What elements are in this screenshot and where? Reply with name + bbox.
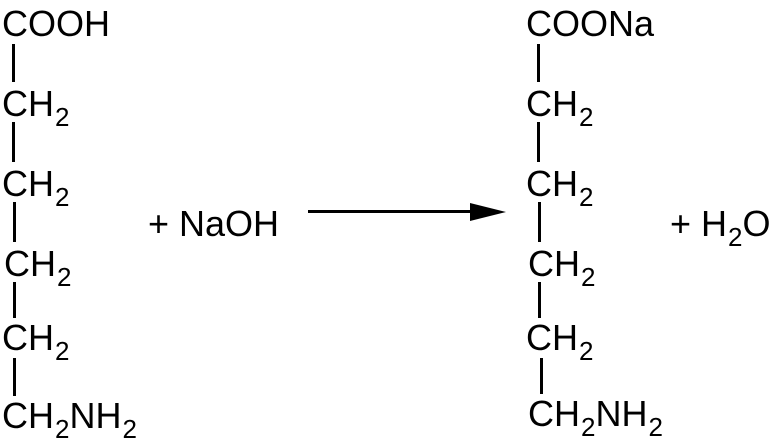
reactant-ch2-sub: 2 (55, 414, 70, 444)
reactant-ch2-2: CH2 (2, 163, 69, 213)
product-nh2-base: NH (595, 393, 648, 434)
product-bond-5 (540, 358, 543, 394)
product-ch2-nh2: CH2NH2 (528, 393, 663, 443)
reactant-ch2-base: CH (2, 395, 54, 436)
product-ch2-3: CH2 (528, 243, 595, 293)
product-ch2-3-base: CH (528, 243, 580, 284)
reactant-ch2-1: CH2 (2, 83, 69, 133)
product-ch2-4-base: CH (526, 317, 578, 358)
reactant-ch2-1-base: CH (2, 83, 54, 124)
reactant-ch2-3-sub: 2 (57, 262, 72, 292)
reactant-nh2-sub: 2 (122, 414, 137, 444)
product-ch2-1-base: CH (526, 83, 578, 124)
reactant-carboxyl-group: COOH (2, 3, 110, 44)
product-ch2-4-sub: 2 (579, 336, 594, 366)
reactant-ch2-2-sub: 2 (55, 182, 70, 212)
product-ch2-3-sub: 2 (581, 262, 596, 292)
byproduct-prefix: + H (670, 203, 728, 244)
product-nh2-sub: 2 (648, 412, 663, 442)
product-ch2-sub: 2 (581, 412, 596, 442)
reactant-ch2-3-base: CH (4, 243, 56, 284)
product-ch2-2-base: CH (526, 163, 578, 204)
reaction-arrow-head (470, 203, 506, 221)
reactant-bond-4 (13, 282, 16, 318)
product-ch2-1: CH2 (526, 83, 593, 133)
byproduct-sub: 2 (728, 222, 743, 252)
product-bond-3 (538, 202, 541, 242)
reactant-ch2-3: CH2 (4, 243, 71, 293)
byproduct-suffix: O (742, 203, 771, 244)
reactant-bond-1 (12, 44, 15, 82)
reaction-arrow-shaft (308, 210, 472, 213)
reactant-ch2-4-sub: 2 (55, 336, 70, 366)
product-bond-1 (537, 44, 540, 82)
reactant-bond-2 (12, 122, 15, 162)
reactant-ch2-2-base: CH (2, 163, 54, 204)
reagent-naoh: + NaOH (148, 203, 280, 244)
reactant-bond-5 (13, 358, 16, 396)
product-ch2-base: CH (528, 393, 580, 434)
reactant-ch2-nh2: CH2NH2 (2, 395, 137, 445)
product-bond-2 (537, 122, 540, 162)
product-ch2-2: CH2 (526, 163, 593, 213)
product-ch2-4: CH2 (526, 317, 593, 367)
reactant-ch2-1-sub: 2 (55, 102, 70, 132)
reactant-bond-3 (13, 202, 16, 242)
reactant-nh2-base: NH (69, 395, 122, 436)
reactant-ch2-4-base: CH (2, 317, 54, 358)
product-carboxylate-group: COONa (526, 3, 655, 44)
product-ch2-1-sub: 2 (579, 102, 594, 132)
product-bond-4 (538, 282, 541, 318)
byproduct-water: + H2O (670, 203, 771, 253)
reactant-ch2-4: CH2 (2, 317, 69, 367)
product-ch2-2-sub: 2 (579, 182, 594, 212)
